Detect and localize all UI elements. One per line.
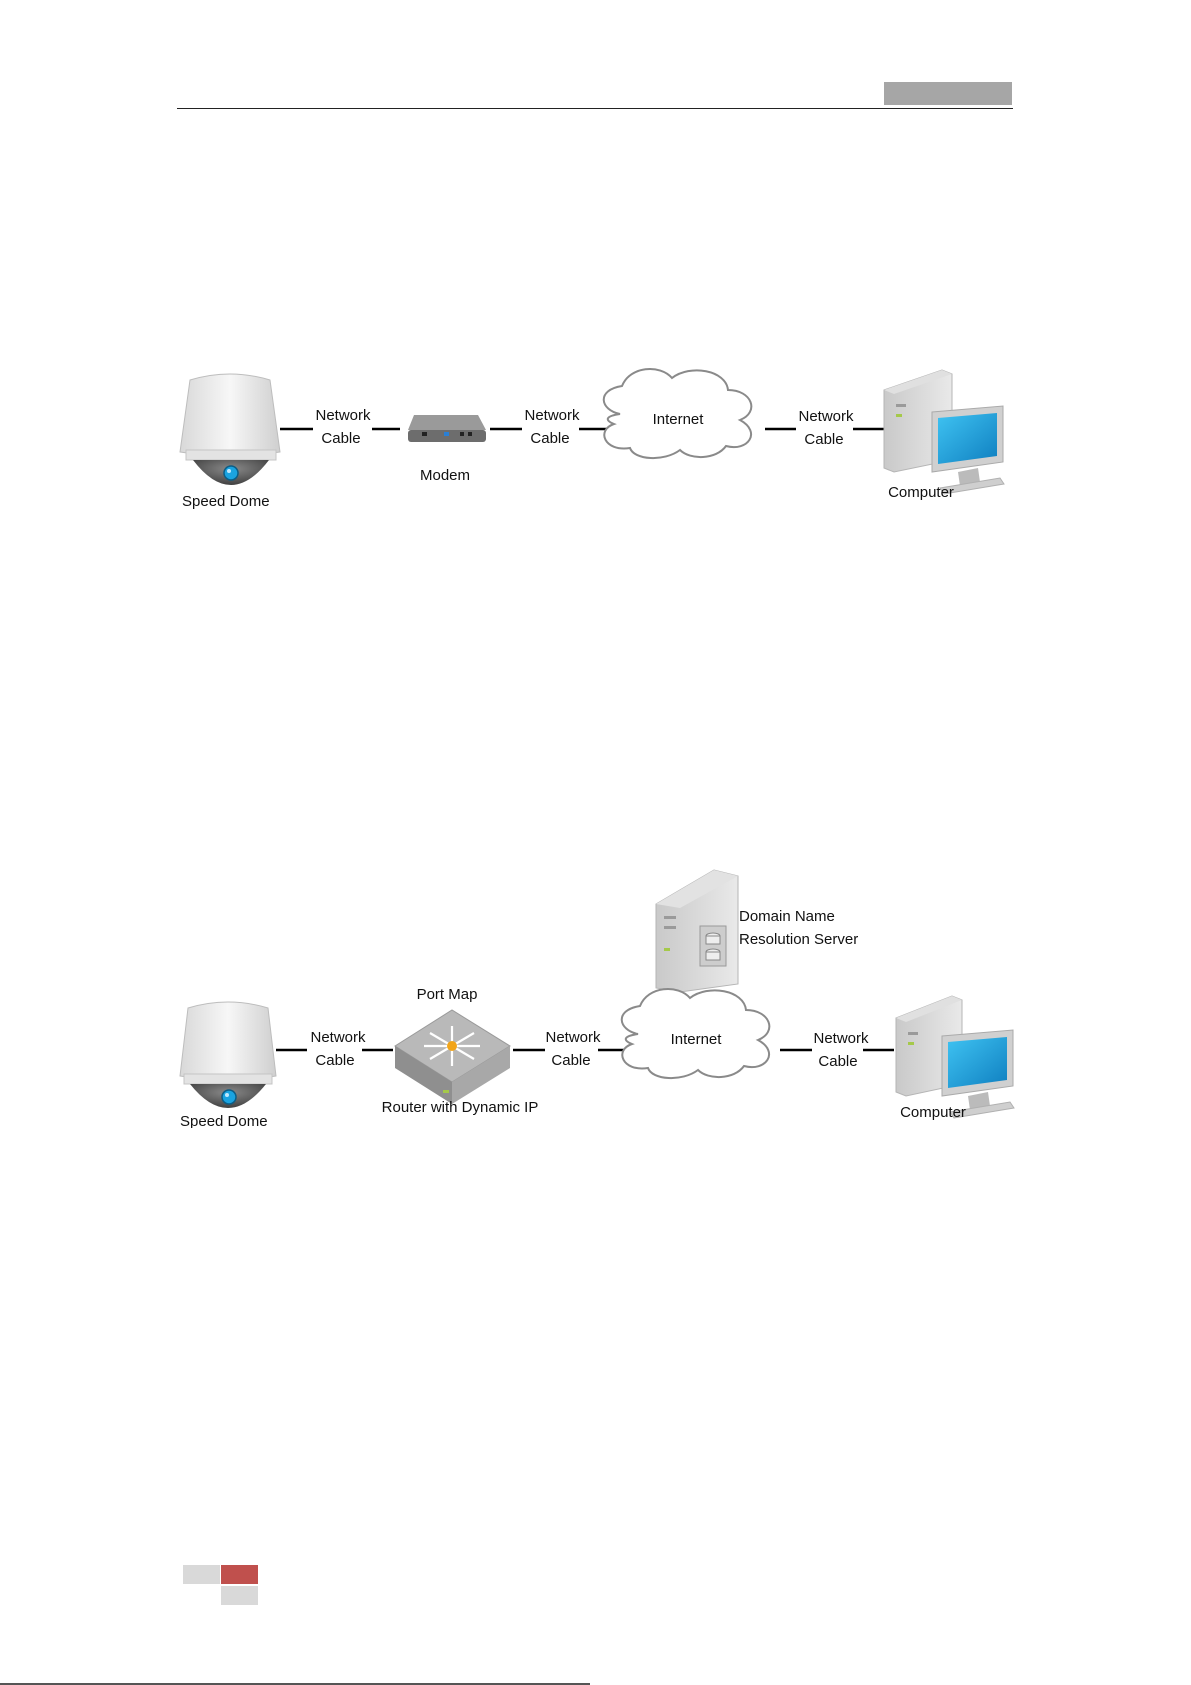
cable-label: Cable bbox=[551, 1052, 590, 1069]
cable-label: Cable bbox=[315, 1052, 354, 1069]
footer-square-gray bbox=[183, 1565, 220, 1584]
speed-dome-label: Speed Dome bbox=[182, 493, 270, 510]
dns-server-icon bbox=[656, 870, 738, 992]
dns-server-label: Domain Name bbox=[739, 908, 835, 925]
internet-label: Internet bbox=[671, 1031, 723, 1048]
computer-label: Computer bbox=[900, 1104, 966, 1121]
cable-label: Cable bbox=[804, 431, 843, 448]
cable-label: Network bbox=[310, 1029, 366, 1046]
computer-icon bbox=[884, 370, 1004, 494]
speed-dome-icon bbox=[180, 374, 280, 485]
cable-label: Network bbox=[813, 1030, 869, 1047]
router-label: Router with Dynamic IP bbox=[382, 1099, 539, 1116]
cable-label: Cable bbox=[321, 430, 360, 447]
cable-label: Network bbox=[315, 407, 371, 424]
cable-label: Network bbox=[524, 407, 580, 424]
internet-label: Internet bbox=[653, 411, 705, 428]
router-icon bbox=[395, 1010, 510, 1104]
network-diagram-modem: Speed Dome Network Cable Modem Network C… bbox=[0, 360, 1191, 520]
computer-icon bbox=[896, 996, 1014, 1118]
cable-label: Cable bbox=[530, 430, 569, 447]
modem-label: Modem bbox=[420, 467, 470, 484]
dns-server-label: Resolution Server bbox=[739, 931, 858, 948]
speed-dome-label: Speed Dome bbox=[180, 1113, 268, 1128]
port-map-label: Port Map bbox=[417, 986, 478, 1003]
speed-dome-icon bbox=[180, 1002, 276, 1108]
header-block bbox=[884, 82, 1012, 105]
footer-square-red bbox=[221, 1565, 258, 1584]
cable-label: Cable bbox=[818, 1053, 857, 1070]
header-rule bbox=[177, 108, 1013, 109]
network-diagram-router: Domain Name Resolution Server Speed Dome… bbox=[0, 868, 1191, 1128]
modem-icon bbox=[408, 415, 486, 442]
computer-label: Computer bbox=[888, 484, 954, 501]
footer-square-gray bbox=[221, 1586, 258, 1605]
cable-label: Network bbox=[545, 1029, 601, 1046]
cable-label: Network bbox=[798, 408, 854, 425]
